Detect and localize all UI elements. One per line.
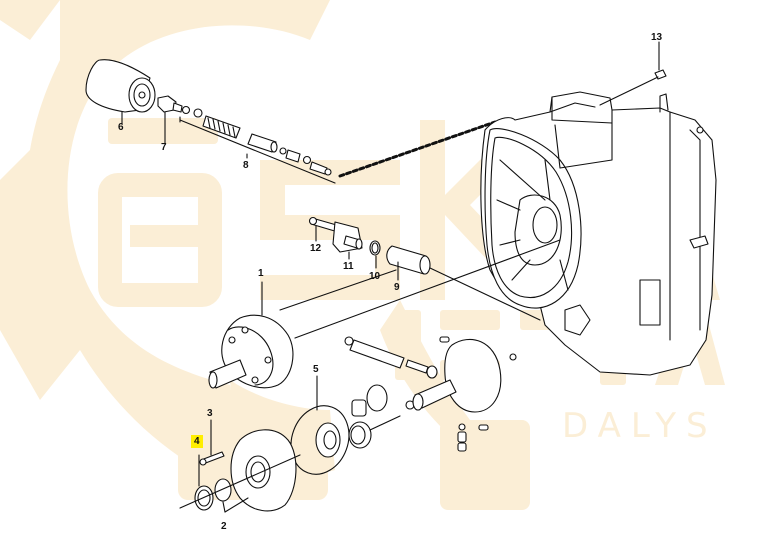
callout-1[interactable]: 1 [258, 268, 264, 279]
callout-10[interactable]: 10 [369, 271, 381, 282]
oil-filter-icon [85, 59, 156, 113]
transmission-housing-icon [480, 91, 717, 376]
callout-5[interactable]: 5 [313, 364, 319, 375]
callout-8[interactable]: 8 [243, 160, 249, 171]
watermark-text-dalys: DALYS [562, 406, 718, 446]
callout-12[interactable]: 12 [310, 243, 322, 254]
callout-13[interactable]: 13 [651, 32, 663, 43]
callout-11[interactable]: 11 [343, 261, 354, 272]
callout-6[interactable]: 6 [118, 122, 124, 133]
callout-2[interactable]: 2 [221, 521, 227, 532]
callout-3[interactable]: 3 [207, 408, 213, 419]
callout-9[interactable]: 9 [394, 282, 400, 293]
callout-7[interactable]: 7 [161, 142, 167, 153]
oil-pump-icon [208, 314, 294, 389]
callout-4-highlighted[interactable]: 4 [191, 435, 203, 448]
